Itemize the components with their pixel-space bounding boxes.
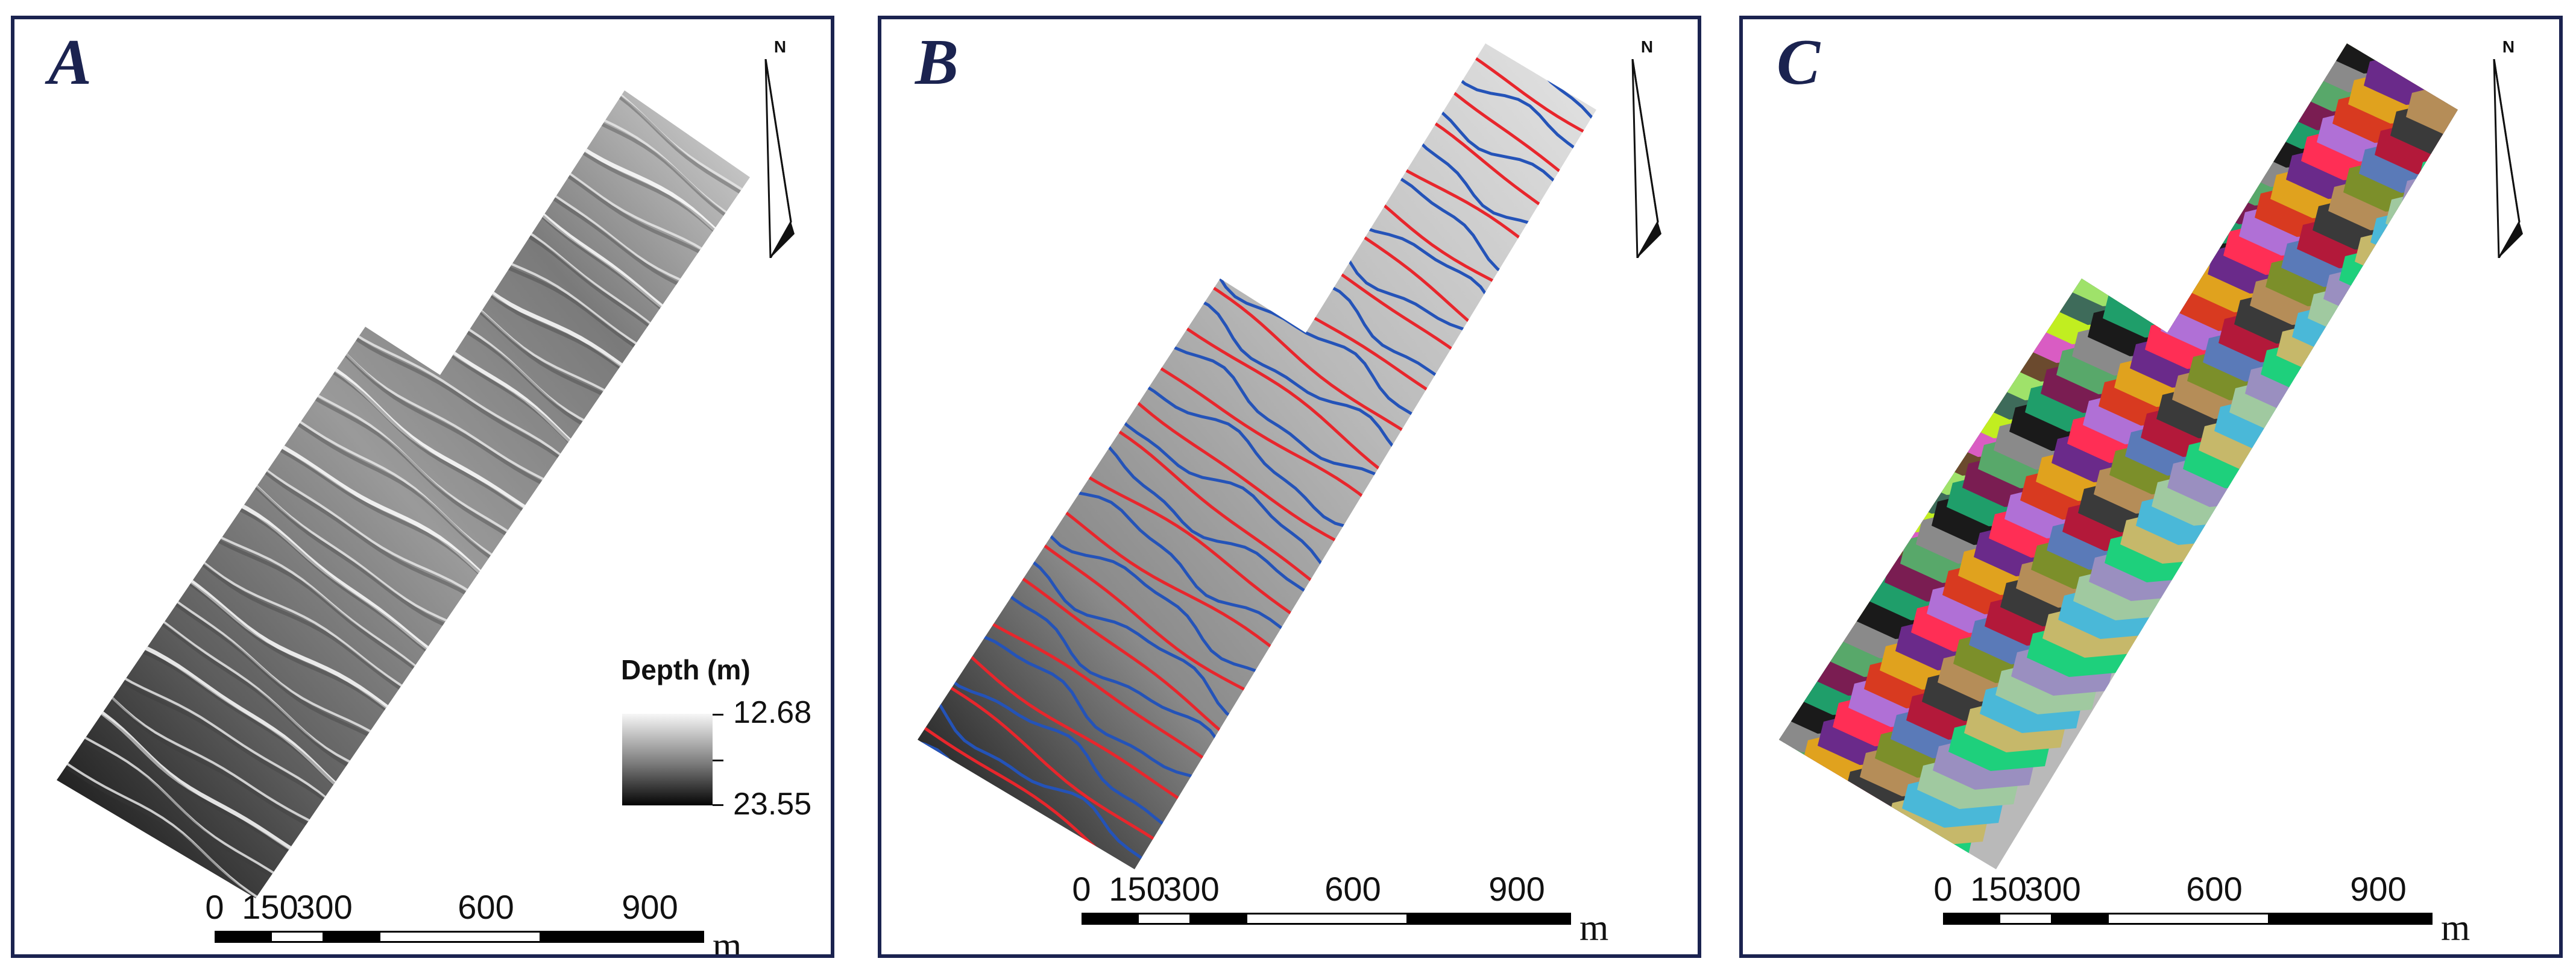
scale-tick: 300 — [2024, 870, 2081, 908]
sand-wave-shadow — [57, 690, 299, 894]
scale-tick: 0 — [205, 888, 224, 926]
sand-wave-ridge — [57, 682, 291, 886]
north-letter: N — [1640, 37, 1654, 56]
panel-label: A — [48, 27, 92, 98]
segment-patch — [2202, 80, 2304, 136]
crest-line — [1395, 43, 1596, 209]
north-arrow-icon — [764, 59, 795, 258]
crest-line — [918, 630, 1167, 848]
segment-patch — [2123, 174, 2226, 231]
scale-tick: 0 — [1933, 870, 1953, 908]
scale-unit: m — [2441, 907, 2471, 948]
crest-line — [918, 670, 1137, 869]
panel-b: B N 0 150 300 600 900 m — [878, 16, 1701, 958]
bathymetry-map-a — [57, 90, 750, 898]
scale-tick: 0 — [1072, 870, 1091, 908]
trough-line — [1406, 43, 1596, 192]
scale-tick: 300 — [1163, 870, 1220, 908]
segment-patch — [2076, 231, 2179, 288]
scale-bar: 0 150 300 600 900 m — [1063, 869, 1608, 948]
scale-tick: 300 — [296, 888, 353, 926]
legend-min-label: 23.55 — [733, 787, 812, 822]
scale-tick: 600 — [1324, 870, 1381, 908]
segment-patch — [1743, 721, 1773, 778]
scale-bar: 0 150 300 600 900 m — [197, 887, 742, 958]
legend-max-label: 12.68 — [733, 695, 812, 730]
panel-c: C N 0 150 300 600 900 m — [1739, 16, 2563, 958]
legend-title: Depth (m) — [621, 654, 751, 685]
panel-label: B — [915, 27, 959, 98]
segment-patch — [2092, 212, 2194, 268]
scale-tick: 150 — [1970, 870, 2027, 908]
north-arrow: N — [1629, 37, 1665, 260]
segment-patch — [1779, 784, 1857, 840]
sand-wave-shadow — [552, 90, 750, 260]
segment-patch — [1797, 815, 1900, 869]
segment-patch — [2186, 99, 2288, 156]
scale-tick: 900 — [2350, 870, 2407, 908]
scale-unit: m — [1579, 907, 1609, 948]
scale-unit: m — [713, 925, 742, 958]
north-arrow-icon — [2493, 59, 2523, 258]
scale-tick: 150 — [1109, 870, 1165, 908]
sand-wave-ridge — [545, 90, 750, 251]
crest-trough-map-b — [918, 43, 1596, 869]
segment-patch — [2155, 136, 2257, 193]
scale-bar: 0 150 300 600 900 m — [1925, 869, 2470, 948]
panel-label: C — [1777, 27, 1821, 98]
trough-line — [918, 649, 1151, 866]
segment-patch — [1779, 702, 1789, 759]
sand-wave-ridge — [57, 709, 272, 898]
scale-tick: 600 — [2186, 870, 2243, 908]
north-arrow: N — [762, 37, 798, 260]
segment-patch — [2139, 156, 2241, 212]
north-letter: N — [773, 37, 787, 56]
scale-tick: 150 — [242, 888, 298, 926]
scale-tick: 900 — [622, 888, 678, 926]
survey-area-a — [57, 90, 750, 898]
segment-patch — [1779, 752, 1815, 809]
scale-tick: 900 — [1488, 870, 1545, 908]
north-arrow: N — [2490, 37, 2527, 260]
segment-patch — [2217, 61, 2319, 118]
segmentation-map-c — [1743, 19, 2458, 869]
depth-legend: Depth (m) 12.68 23.55 — [615, 653, 814, 840]
scale-tick: 600 — [458, 888, 514, 926]
segmented-regions — [1743, 19, 2458, 869]
north-letter: N — [2502, 37, 2515, 56]
north-arrow-icon — [1631, 59, 1661, 258]
segment-patch — [2170, 118, 2273, 174]
sand-wave-shadow — [57, 717, 280, 898]
legend-color-ramp — [622, 714, 713, 805]
segment-patch — [2108, 193, 2210, 250]
segment-patch — [2279, 19, 2382, 42]
panel-a: A N Depth (m) 12.68 23.55 0 150 300 600 … — [11, 16, 834, 958]
